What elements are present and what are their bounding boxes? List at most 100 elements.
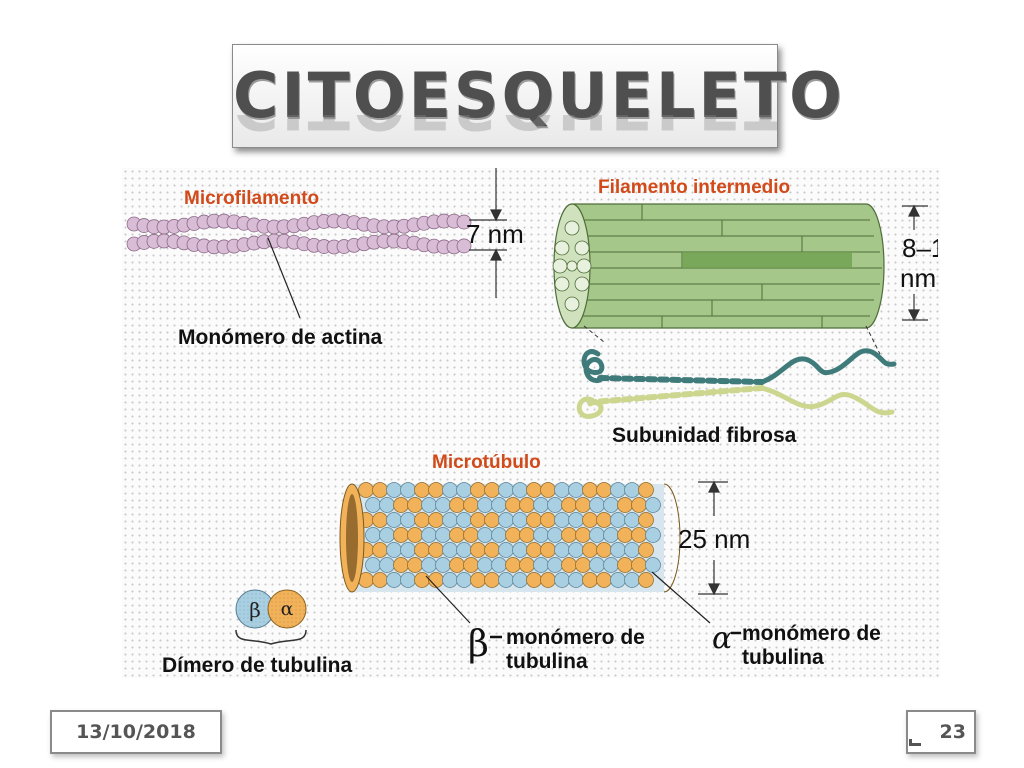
alpha-tubulin-monomer xyxy=(631,527,647,543)
label-filamento-intermedio: Filamento intermedio xyxy=(598,177,791,198)
alpha-tubulin-monomer xyxy=(575,557,591,573)
beta-tubulin-monomer xyxy=(603,557,619,573)
beta-tubulin-monomer xyxy=(435,557,451,573)
beta-tubulin-monomer xyxy=(554,512,570,528)
beta-tubulin-monomer xyxy=(379,497,395,513)
alpha-tubulin-monomer xyxy=(540,572,556,588)
alpha-tubulin-monomer xyxy=(484,542,500,558)
alpha-tubulin-monomer xyxy=(372,572,388,588)
actin-monomer xyxy=(456,214,472,230)
alpha-tubulin-monomer xyxy=(484,512,500,528)
beta-tubulin-monomer xyxy=(610,572,626,588)
beta-tubulin-monomer xyxy=(456,542,472,558)
beta-tubulin-monomer xyxy=(421,557,437,573)
alpha-tubulin-monomer xyxy=(505,497,521,513)
alpha-tubulin-monomer xyxy=(526,572,542,588)
alpha-tubulin-monomer xyxy=(561,527,577,543)
label-dimero-tubulina: Dímero de tubulina xyxy=(162,654,353,677)
alpha-pointer-line xyxy=(651,571,711,624)
beta-tubulin-monomer xyxy=(400,482,416,498)
alpha-tubulin-monomer xyxy=(484,482,500,498)
beta-tubulin-monomer xyxy=(610,482,626,498)
actin-monomer xyxy=(456,238,472,254)
alpha-tubulin-monomer xyxy=(540,512,556,528)
tubulin-dimer: β α xyxy=(235,589,307,645)
label-beta-monomer-line1: monómero de xyxy=(506,626,645,649)
figure-drawing: β α β α xyxy=(126,168,928,665)
alpha-tubulin-monomer xyxy=(372,512,388,528)
alpha-tubulin-monomer xyxy=(407,557,423,573)
beta-tubulin-monomer xyxy=(386,542,402,558)
alpha-tubulin-monomer xyxy=(505,527,521,543)
beta-tubulin-monomer xyxy=(568,542,584,558)
alpha-tubulin-monomer xyxy=(582,572,598,588)
beta-tubulin-monomer xyxy=(547,527,563,543)
alpha-tubulin-monomer xyxy=(540,482,556,498)
alpha-tubulin-monomer xyxy=(372,542,388,558)
alpha-tubulin-monomer xyxy=(617,497,633,513)
alpha-tubulin-monomer xyxy=(428,542,444,558)
label-microtubulo: Microtúbulo xyxy=(432,452,541,473)
alpha-tubulin-monomer xyxy=(470,512,486,528)
beta-tubulin-monomer xyxy=(477,497,493,513)
beta-tubulin-monomer xyxy=(645,557,661,573)
slide-title: CITOESQUELETO xyxy=(233,59,845,132)
beta-tubulin-monomer xyxy=(400,512,416,528)
alpha-tubulin-monomer xyxy=(463,497,479,513)
alpha-tubulin-monomer xyxy=(414,482,430,498)
alpha-tubulin-monomer xyxy=(393,527,409,543)
beta-tubulin-monomer xyxy=(624,512,640,528)
beta-tubulin-monomer xyxy=(435,527,451,543)
alpha-tubulin-monomer xyxy=(449,527,465,543)
label-subunidad-fibrosa: Subunidad fibrosa xyxy=(612,424,797,447)
beta-tubulin-monomer xyxy=(442,542,458,558)
beta-tubulin-monomer xyxy=(589,497,605,513)
alpha-tubulin-monomer xyxy=(519,527,535,543)
alpha-tubulin-monomer xyxy=(596,512,612,528)
beta-tubulin-monomer xyxy=(498,572,514,588)
beta-tubulin-monomer xyxy=(512,482,528,498)
beta-tubulin-monomer xyxy=(554,542,570,558)
alpha-tubulin-monomer xyxy=(596,482,612,498)
alpha-tubulin-monomer xyxy=(582,482,598,498)
alpha-tubulin-monomer xyxy=(449,497,465,513)
alpha-tubulin-monomer xyxy=(414,542,430,558)
beta-tubulin-monomer xyxy=(533,497,549,513)
beta-tubulin-monomer xyxy=(386,572,402,588)
beta-tubulin-monomer xyxy=(442,512,458,528)
alpha-symbol: α xyxy=(281,598,294,620)
beta-tubulin-monomer xyxy=(379,527,395,543)
beta-tubulin-monomer xyxy=(568,512,584,528)
alpha-tubulin-monomer xyxy=(582,512,598,528)
alpha-tubulin-monomer xyxy=(463,557,479,573)
actin-filament xyxy=(126,213,472,255)
beta-tubulin-monomer xyxy=(498,512,514,528)
alpha-tubulin-monomer xyxy=(428,482,444,498)
beta-tubulin-monomer xyxy=(610,542,626,558)
label-25nm: 25 nm xyxy=(678,524,751,554)
beta-tubulin-monomer xyxy=(386,482,402,498)
beta-tubulin-monomer xyxy=(554,572,570,588)
alpha-tubulin-monomer xyxy=(470,482,486,498)
alpha-tubulin-monomer xyxy=(526,512,542,528)
beta-tubulin-monomer xyxy=(624,542,640,558)
beta-tubulin-monomer xyxy=(624,572,640,588)
beta-tubulin-monomer xyxy=(589,557,605,573)
cytoskeleton-figure: β α β α Microfilamento Monómero de actin… xyxy=(122,168,940,678)
label-monomero-actina: Monómero de actina xyxy=(178,326,383,349)
beta-tubulin-monomer xyxy=(365,557,381,573)
beta-tubulin-monomer xyxy=(365,527,381,543)
alpha-tubulin-monomer xyxy=(372,482,388,498)
beta-tubulin-monomer xyxy=(554,482,570,498)
beta-tubulin-monomer xyxy=(547,557,563,573)
dimension-7nm xyxy=(469,168,507,298)
actin-pointer-line xyxy=(267,237,301,319)
beta-tubulin-monomer xyxy=(512,572,528,588)
alpha-tubulin-monomer xyxy=(519,497,535,513)
alpha-tubulin-monomer xyxy=(540,542,556,558)
alpha-tubulin-monomer xyxy=(575,527,591,543)
alpha-tubulin-monomer xyxy=(463,527,479,543)
alpha-tubulin-monomer xyxy=(526,482,542,498)
beta-tubulin-monomer xyxy=(421,497,437,513)
beta-tubulin-monomer xyxy=(400,542,416,558)
